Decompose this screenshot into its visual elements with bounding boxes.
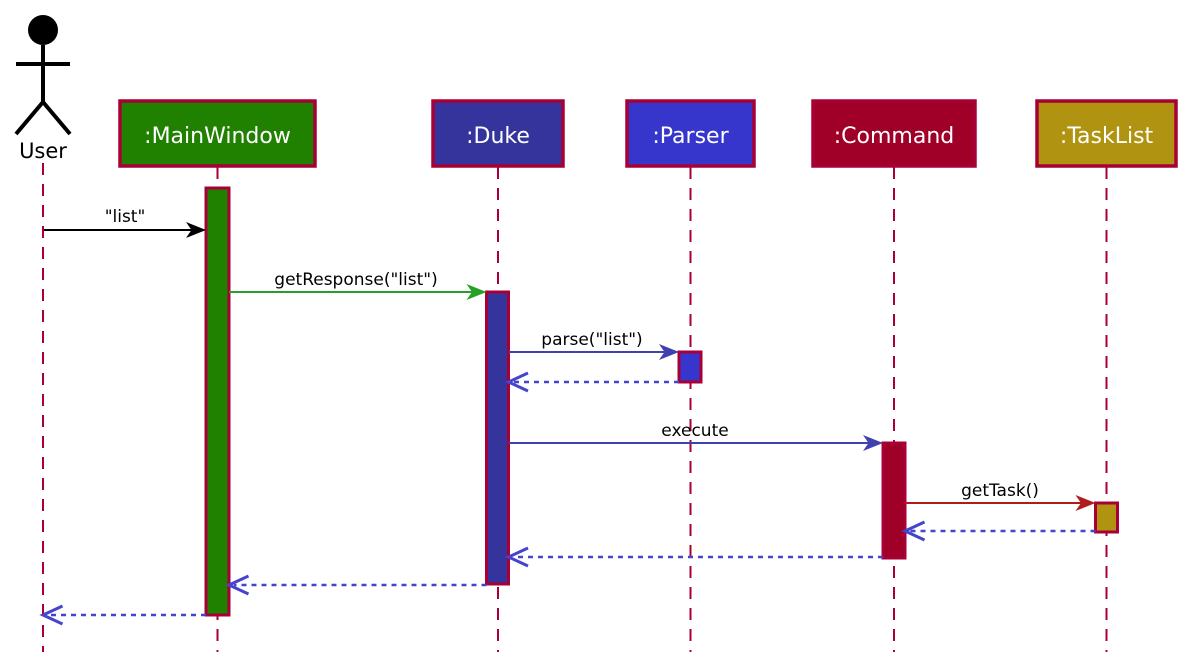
message-gettask-arrowhead-icon: [1075, 495, 1096, 511]
activation-bars: [204, 186, 1119, 617]
lifelines: [42, 163, 1108, 652]
return-mainwindow-arrowhead-icon: [39, 604, 64, 626]
message-list: "list": [44, 207, 206, 238]
message-parse: parse("list"): [508, 330, 679, 360]
participant-label-duke: :Duke: [466, 124, 530, 149]
message-gettask: getTask(): [905, 481, 1096, 511]
participant-box-duke: [431, 99, 565, 168]
participant-label-command: :Command: [834, 124, 954, 149]
message-getresponse: getResponse("list"): [229, 270, 487, 300]
return-command-to-duke: [504, 546, 883, 568]
message-getresponse-label: getResponse("list"): [274, 270, 437, 290]
actor-head-icon: [28, 15, 58, 45]
return-tasklist-arrowhead-icon: [901, 520, 926, 542]
participant-box-command: [811, 99, 977, 168]
message-list-label: "list": [105, 207, 146, 227]
participant-label-tasklist: :TaskList: [1060, 124, 1154, 149]
return-parser-to-duke: [504, 371, 679, 393]
message-list-arrowhead-icon: [186, 222, 206, 238]
return-command-arrowhead-icon: [504, 546, 529, 568]
message-parse-label: parse("list"): [541, 330, 642, 350]
message-gettask-label: getTask(): [961, 481, 1039, 501]
message-parse-arrowhead-icon: [659, 344, 679, 360]
participant-label-mainwindow: :MainWindow: [144, 124, 291, 149]
message-execute: execute: [508, 421, 883, 451]
messages: "list" getResponse("list") parse("list")…: [39, 207, 1096, 626]
activation-command: [881, 441, 907, 560]
return-parser-arrowhead-icon: [504, 371, 529, 393]
activation-mainwindow: [204, 186, 231, 617]
message-execute-label: execute: [661, 421, 728, 441]
participant-box-parser: [625, 99, 756, 168]
participant-label-parser: :Parser: [652, 124, 729, 149]
participant-box-tasklist: [1035, 99, 1178, 168]
message-execute-arrowhead-icon: [863, 435, 883, 451]
activation-tasklist: [1094, 501, 1119, 534]
activation-parser: [677, 350, 703, 384]
return-mainwindow-to-user: [39, 604, 206, 626]
return-duke-arrowhead-icon: [225, 574, 250, 596]
participant-box-mainwindow: [118, 99, 317, 168]
actor-user: User: [14, 15, 72, 163]
return-duke-to-mainwindow: [225, 574, 487, 596]
activation-duke: [485, 290, 510, 586]
actor-label: User: [19, 139, 67, 163]
message-getresponse-arrowhead-icon: [466, 284, 487, 300]
participant-headers: :MainWindow :Duke :Parser :Command :Task…: [118, 99, 1178, 168]
actor-left-leg: [14, 100, 45, 136]
return-tasklist-to-command: [901, 520, 1096, 542]
actor-right-leg: [41, 100, 72, 136]
